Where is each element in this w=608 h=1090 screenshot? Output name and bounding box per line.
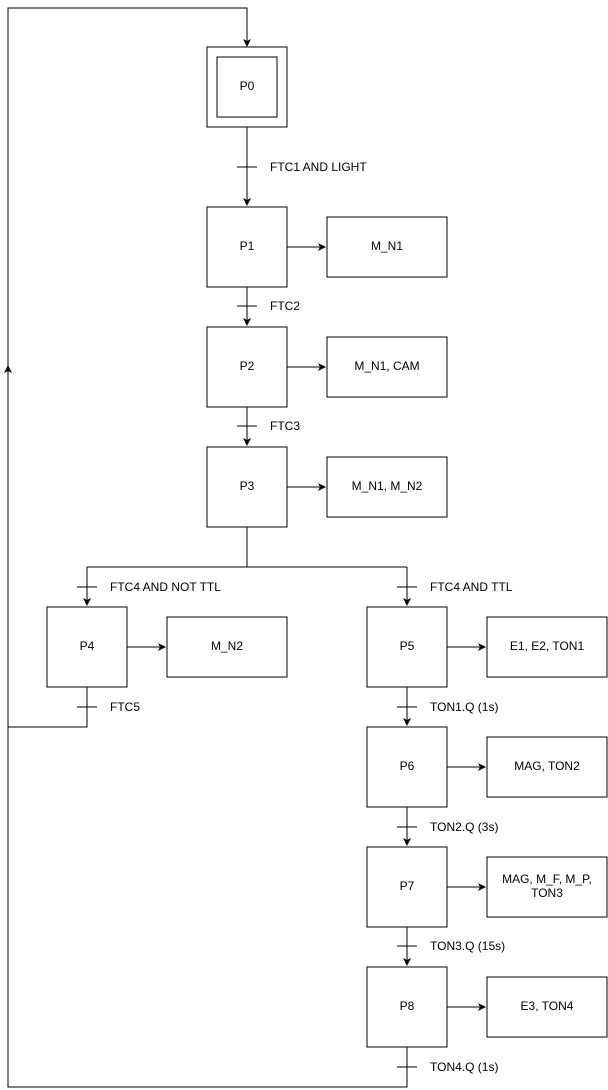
transition-label-p7-p8: TON3.Q (15s) [430, 939, 505, 953]
transition-label-p3-p4: FTC4 AND NOT TTL [110, 580, 221, 594]
step-p0-label: P0 [240, 79, 255, 93]
transition-label-p1-p2: FTC2 [270, 299, 300, 313]
step-p7[interactable]: P7 [366, 846, 448, 928]
transition-label-p5-p6: TON1.Q (1s) [430, 700, 498, 714]
step-p5-label: P5 [400, 639, 415, 653]
transition-label-p3-p5: FTC4 AND TTL [430, 580, 513, 594]
transition-label-p2-p3: FTC3 [270, 419, 300, 433]
step-p3-label: P3 [240, 479, 255, 493]
transition-label-p8-p0: TON4.Q (1s) [430, 1060, 498, 1074]
step-p7-label: P7 [400, 879, 415, 893]
step-p6[interactable]: P6 [366, 726, 448, 808]
step-p4-label: P4 [80, 639, 95, 653]
action-box-p1[interactable]: M_N1 [326, 216, 448, 278]
step-p6-label: P6 [400, 759, 415, 773]
action-p2-label: M_N1, CAM [354, 359, 419, 373]
step-p1-label: P1 [240, 239, 255, 253]
action-p4-label: M_N2 [211, 639, 243, 653]
action-p1-label: M_N1 [371, 239, 403, 253]
action-p3-label: M_N1, M_N2 [352, 479, 423, 493]
step-p4[interactable]: P4 [46, 606, 128, 688]
step-p2-label: P2 [240, 359, 255, 373]
step-p3[interactable]: P3 [206, 446, 288, 528]
step-p8-label: P8 [400, 999, 415, 1013]
action-box-p5[interactable]: E1, E2, TON1 [486, 616, 608, 678]
step-p5[interactable]: P5 [366, 606, 448, 688]
action-box-p3[interactable]: M_N1, M_N2 [326, 456, 448, 518]
action-box-p8[interactable]: E3, TON4 [486, 976, 608, 1038]
action-box-p7[interactable]: MAG, M_F, M_P, TON3 [486, 856, 608, 918]
transition-label-p4-p0: FTC5 [110, 700, 140, 714]
action-p7-label-line2: TON3 [531, 886, 563, 900]
action-p5-label: E1, E2, TON1 [510, 639, 585, 653]
action-box-p2[interactable]: M_N1, CAM [326, 336, 448, 398]
action-box-p6[interactable]: MAG, TON2 [486, 736, 608, 798]
transition-label-p6-p7: TON2.Q (3s) [430, 820, 498, 834]
action-box-p4[interactable]: M_N2 [166, 616, 288, 678]
action-p8-label: E3, TON4 [521, 999, 574, 1013]
step-p1[interactable]: P1 [206, 206, 288, 288]
transition-label-p0-p1: FTC1 AND LIGHT [270, 160, 367, 174]
p8-return-line [7, 727, 408, 1088]
step-p2[interactable]: P2 [206, 326, 288, 408]
action-p7-label-line1: MAG, M_F, M_P, [502, 872, 592, 886]
step-p8[interactable]: P8 [366, 966, 448, 1048]
action-p6-label: MAG, TON2 [514, 759, 580, 773]
step-p0[interactable]: P0 [206, 46, 288, 128]
